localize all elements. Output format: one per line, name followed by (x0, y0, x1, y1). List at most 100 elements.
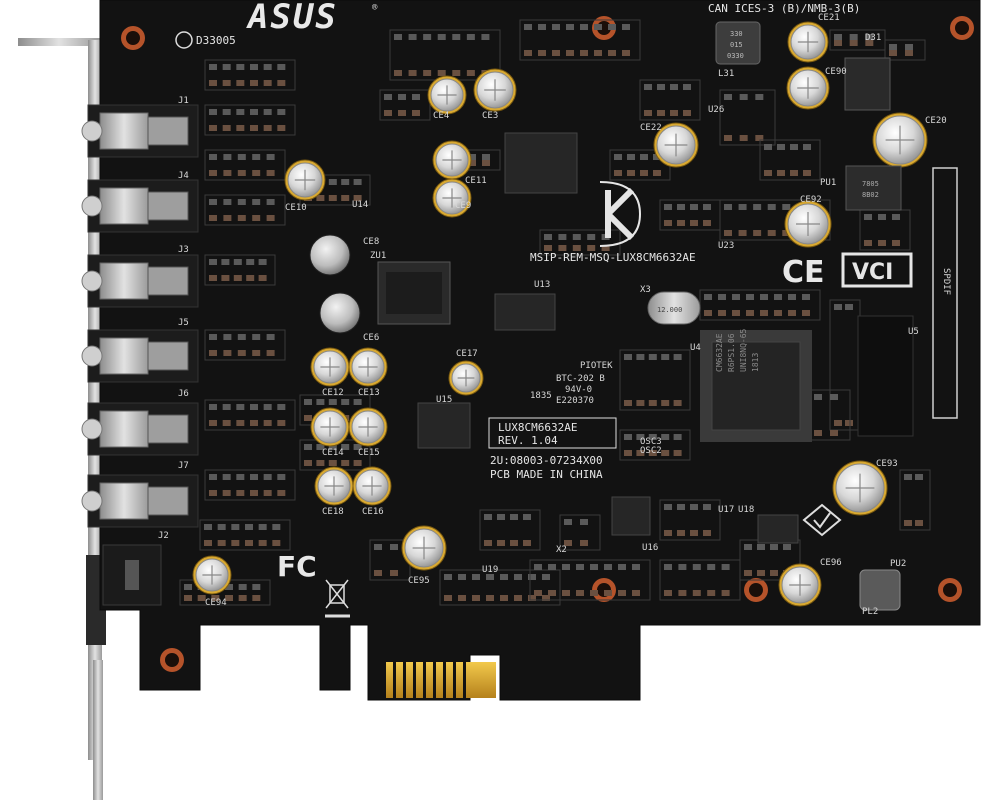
gold-finger (386, 662, 393, 698)
made-in: PCB MADE IN CHINA (490, 468, 603, 481)
gold-finger (396, 662, 403, 698)
svg-text:1813: 1813 (751, 353, 760, 372)
jack-label: J4 (178, 171, 189, 181)
jack-label: J5 (178, 318, 189, 328)
svg-text:0330: 0330 (727, 52, 744, 60)
svg-text:015: 015 (730, 41, 743, 49)
smd-cluster (719, 89, 776, 146)
smd-cluster (204, 104, 296, 136)
svg-text:R6PS1.06: R6PS1.06 (727, 333, 736, 372)
svg-text:VCI: VCI (852, 260, 893, 285)
smd-cluster (899, 469, 931, 531)
component-label: U26 (708, 105, 724, 115)
vcci-mark: VCI (841, 252, 913, 288)
component-label: U14 (352, 200, 368, 210)
opamp-socket (377, 261, 451, 325)
electrolytic-capacitor (348, 407, 388, 447)
gold-finger (481, 662, 487, 698)
electrolytic-capacitor (786, 66, 830, 110)
spdif-header-outline (932, 167, 958, 419)
electrolytic-capacitor (310, 347, 350, 387)
electrolytic-capacitor (192, 555, 232, 595)
capacitor-label: CE21 (818, 13, 840, 23)
voltage-regulator: 7805 8B02 (845, 165, 902, 211)
pcb-vendor: PIOTEK (580, 361, 613, 371)
component-label: U16 (642, 543, 658, 553)
large-capacitor (319, 292, 361, 334)
smd-cluster (479, 509, 541, 551)
capacitor-label: CE20 (925, 116, 947, 126)
gold-finger (406, 662, 413, 698)
capacitor-label: CE11 (465, 176, 487, 186)
smd-cluster (204, 329, 286, 361)
serial-mark: D33005 (196, 34, 236, 47)
smd-cluster (204, 194, 286, 226)
smd-cluster (204, 254, 276, 286)
cert-line: CAN ICES-3 (B)/NMB-3(B) (708, 2, 860, 15)
asus-logo: ASUS (246, 0, 338, 37)
capacitor-label: CE92 (800, 195, 822, 205)
electrolytic-capacitor (432, 140, 472, 180)
component-label: U18 (738, 505, 754, 515)
component-label: OSC2 (640, 446, 662, 456)
gold-finger (446, 662, 453, 698)
capacitor-label: CE3 (482, 111, 498, 121)
smd-cluster (529, 559, 651, 601)
component-label: PU1 (820, 178, 836, 188)
large-capacitor (309, 234, 351, 276)
svg-text:7805: 7805 (862, 180, 879, 188)
smd-cluster (759, 139, 821, 181)
smd-cluster (379, 89, 431, 121)
electrolytic-capacitor (427, 75, 467, 115)
chip-u18 (757, 514, 799, 544)
capacitor-label: CE12 (322, 388, 344, 398)
capacitor-label: CE94 (205, 598, 227, 608)
capacitor-label: CE6 (363, 333, 379, 343)
capacitor-label: CE8 (363, 237, 379, 247)
jack-label: J2 (158, 531, 169, 541)
inductor-pl2 (859, 569, 901, 611)
gold-finger (426, 662, 433, 698)
component-label: PU2 (890, 559, 906, 569)
optical-jack-j2 (102, 544, 162, 606)
component-label: X3 (640, 285, 651, 295)
jack-label: J3 (178, 245, 189, 255)
electrolytic-capacitor (401, 525, 447, 571)
electrolytic-capacitor (352, 466, 392, 506)
audio-jack (81, 104, 199, 158)
electrolytic-capacitor (432, 178, 472, 218)
kc-mark (599, 181, 642, 247)
electrolytic-capacitor (653, 122, 699, 168)
component-label: PL2 (862, 607, 878, 617)
chip-u16 (611, 496, 651, 536)
electrolytic-capacitor (473, 68, 517, 112)
capacitor-label: CE17 (456, 349, 478, 359)
ce-mark: CE (782, 255, 825, 290)
date-code: 1835 (530, 391, 552, 401)
capacitor-label: CE14 (322, 448, 344, 458)
smd-cluster (559, 514, 601, 551)
flame-rating: 94V-0 (565, 385, 592, 395)
chip-u13 (494, 293, 556, 331)
rcm-mark (802, 503, 842, 537)
dsp-chip (504, 132, 578, 194)
component-label: U5 (908, 327, 919, 337)
audio-jack (81, 402, 199, 456)
jack-label: J1 (178, 96, 189, 106)
component-label: U19 (482, 565, 498, 575)
fcc-logo: FC (277, 550, 317, 583)
audio-jack (81, 329, 199, 383)
electrolytic-capacitor (310, 407, 350, 447)
spdif-label: SPDIF (941, 268, 951, 295)
board-revision: REV. 1.04 (498, 434, 558, 447)
component-label: L31 (718, 69, 734, 79)
gold-finger (486, 662, 493, 698)
component-label: D31 (865, 33, 881, 43)
capacitor-label: CE16 (362, 507, 384, 517)
capacitor-label: CE90 (825, 67, 847, 77)
electrolytic-capacitor (832, 460, 888, 516)
chip-u5 (857, 315, 914, 437)
capacitor-label: CE13 (358, 388, 380, 398)
component-label: ZU1 (370, 251, 386, 261)
gold-finger (490, 662, 496, 698)
